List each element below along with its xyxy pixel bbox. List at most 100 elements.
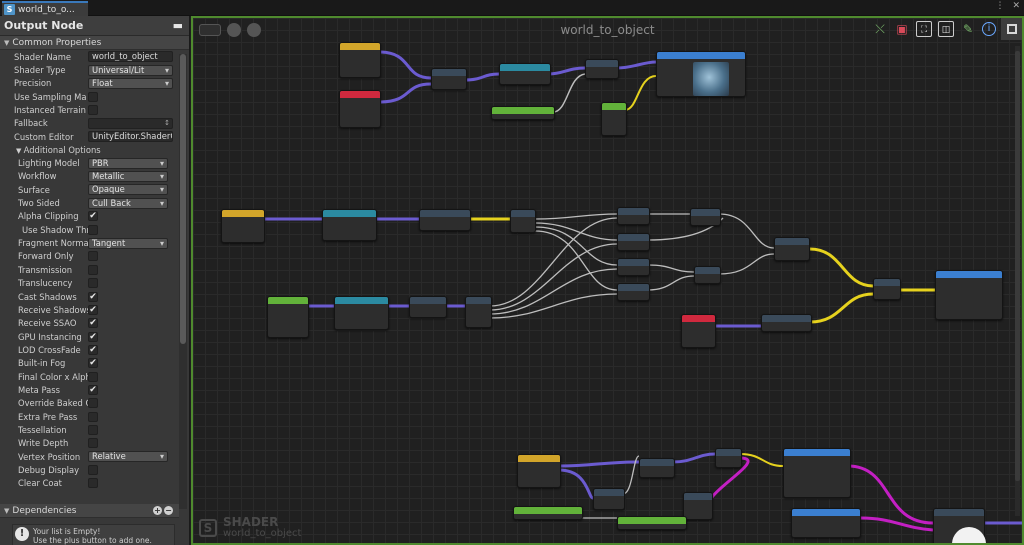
extra-pre-pass-checkbox[interactable] bbox=[88, 411, 98, 422]
additional-options-label: Additional Options bbox=[23, 144, 101, 155]
instanced-terrain-checkbox[interactable] bbox=[88, 105, 98, 116]
fragment-normal-dropdown[interactable]: Tangent bbox=[88, 237, 168, 249]
node-subtract-1[interactable] bbox=[431, 68, 467, 90]
prop-builtin-fog: Built-in Fog✔ bbox=[0, 357, 189, 370]
wire bbox=[739, 453, 784, 467]
window-menu-icon[interactable]: ⋮ bbox=[995, 1, 1005, 11]
meta-pass-checkbox[interactable]: ✔ bbox=[88, 384, 98, 395]
add-dependency-button[interactable]: + bbox=[153, 506, 162, 515]
translucency-checkbox[interactable] bbox=[88, 278, 98, 289]
node-triplanar-sampler-1[interactable] bbox=[656, 51, 746, 97]
node-component-mask[interactable] bbox=[419, 209, 471, 231]
surface-dropdown[interactable]: Opaque bbox=[88, 184, 168, 196]
save-icon[interactable] bbox=[247, 23, 261, 37]
node-transform-position-1[interactable] bbox=[499, 63, 551, 85]
node-texture-sample-3[interactable] bbox=[791, 508, 861, 538]
receive-shadows-checkbox[interactable]: ✔ bbox=[88, 304, 98, 315]
node-float-3[interactable] bbox=[617, 516, 687, 530]
additional-options-foldout[interactable]: ▼ Additional Options bbox=[0, 143, 189, 156]
node-object-position-2[interactable] bbox=[681, 314, 716, 348]
use-sampling-checkbox[interactable] bbox=[88, 91, 98, 102]
workflow-dropdown[interactable]: Metallic bbox=[88, 170, 168, 182]
node-float-1[interactable] bbox=[601, 102, 627, 136]
shader-type-dropdown[interactable]: Universal/Lit bbox=[88, 64, 173, 76]
focus-icon[interactable]: ⛶ bbox=[916, 21, 932, 37]
two-sided-dropdown[interactable]: Cull Back bbox=[88, 197, 168, 209]
receive-ssao-checkbox[interactable]: ✔ bbox=[88, 318, 98, 329]
node-append-2[interactable] bbox=[683, 492, 713, 520]
node-split-2[interactable] bbox=[465, 296, 492, 328]
node-add-1[interactable] bbox=[694, 266, 721, 284]
node-multiply-6[interactable] bbox=[639, 458, 675, 478]
custom-editor-field[interactable]: UnityEditor.ShaderG bbox=[88, 131, 173, 143]
node-multiply-2[interactable] bbox=[617, 207, 650, 225]
share-icon[interactable]: ⤬ bbox=[875, 22, 885, 36]
node-subtract-2[interactable] bbox=[690, 208, 721, 226]
node-float-2[interactable] bbox=[513, 506, 583, 520]
builtin-fog-checkbox[interactable]: ✔ bbox=[88, 358, 98, 369]
node-graph-canvas[interactable]: world_to_object ⤬ ▣ ⛶ ◫ ✎ i S SHADER wor… bbox=[191, 16, 1024, 545]
node-transform-position-3[interactable] bbox=[334, 296, 389, 330]
node-normalize[interactable] bbox=[409, 296, 447, 318]
compile-icon[interactable] bbox=[227, 23, 241, 37]
info-icon[interactable]: i bbox=[982, 22, 996, 36]
node-split-1[interactable] bbox=[510, 209, 536, 233]
cleanup-icon[interactable]: ✎ bbox=[962, 22, 974, 36]
remove-dependency-button[interactable]: − bbox=[164, 506, 173, 515]
node-multiply-7[interactable] bbox=[593, 488, 625, 510]
node-lerp[interactable] bbox=[933, 508, 986, 543]
graph-scrollbar[interactable] bbox=[1015, 46, 1020, 516]
dependencies-foldout[interactable]: ▼ Dependencies + − bbox=[0, 504, 179, 518]
node-header bbox=[586, 60, 618, 67]
use-shadow-threshold-checkbox[interactable] bbox=[88, 224, 98, 235]
node-world-position-3[interactable] bbox=[517, 454, 561, 488]
node-header bbox=[514, 507, 582, 514]
node-multiply-4[interactable] bbox=[617, 258, 650, 276]
override-baked-gi-checkbox[interactable] bbox=[88, 398, 98, 409]
node-texture-sample-2[interactable] bbox=[783, 448, 851, 498]
prop-fallback: Fallback bbox=[0, 117, 189, 130]
forward-only-checkbox[interactable] bbox=[88, 251, 98, 262]
maximize-button[interactable] bbox=[1000, 18, 1022, 40]
gpu-instancing-checkbox[interactable]: ✔ bbox=[88, 331, 98, 342]
node-vector-2[interactable] bbox=[267, 296, 309, 338]
common-properties-foldout[interactable]: ▼ Common Properties bbox=[0, 36, 189, 50]
node-header bbox=[618, 234, 649, 241]
cast-shadows-checkbox[interactable]: ✔ bbox=[88, 291, 98, 302]
node-vector-1[interactable] bbox=[491, 106, 555, 120]
camera-icon[interactable]: ▣ bbox=[896, 22, 908, 36]
inspector-scrollbar[interactable] bbox=[179, 54, 187, 509]
node-add-3[interactable] bbox=[715, 448, 742, 468]
node-world-position-2[interactable] bbox=[221, 209, 265, 243]
node-world-position-1[interactable] bbox=[339, 42, 381, 78]
fallback-field[interactable] bbox=[88, 117, 173, 129]
scrollbar-thumb[interactable] bbox=[1015, 51, 1020, 481]
tab-world-to-object[interactable]: S world_to_o... bbox=[2, 1, 88, 16]
node-multiply-1[interactable] bbox=[585, 59, 619, 79]
vertex-position-dropdown[interactable]: Relative bbox=[88, 451, 168, 463]
node-add-2[interactable] bbox=[873, 278, 901, 300]
alpha-clipping-checkbox[interactable]: ✔ bbox=[88, 211, 98, 222]
node-transform-position-2[interactable] bbox=[322, 209, 377, 241]
shader-name-field[interactable]: world_to_object bbox=[88, 51, 173, 63]
select-icon[interactable]: ◫ bbox=[938, 21, 954, 37]
live-mode-toggle[interactable] bbox=[199, 24, 221, 36]
debug-display-checkbox[interactable] bbox=[88, 464, 98, 475]
final-color-alpha-checkbox[interactable] bbox=[88, 371, 98, 382]
scrollbar-thumb[interactable] bbox=[180, 54, 186, 344]
lod-crossfade-checkbox[interactable]: ✔ bbox=[88, 344, 98, 355]
tessellation-checkbox[interactable] bbox=[88, 424, 98, 435]
node-multiply-3[interactable] bbox=[617, 233, 650, 251]
node-object-position-1[interactable] bbox=[339, 90, 381, 128]
node-component-mask-2[interactable] bbox=[761, 314, 812, 332]
lighting-model-dropdown[interactable]: PBR bbox=[88, 157, 168, 169]
collapse-panel-button[interactable]: ▬ bbox=[172, 19, 183, 32]
node-texture-sample-1[interactable] bbox=[935, 270, 1003, 320]
precision-dropdown[interactable]: Float bbox=[88, 77, 173, 89]
transmission-checkbox[interactable] bbox=[88, 264, 98, 275]
node-append-1[interactable] bbox=[774, 237, 810, 261]
clear-coat-checkbox[interactable] bbox=[88, 478, 98, 489]
write-depth-checkbox[interactable] bbox=[88, 438, 98, 449]
node-multiply-5[interactable] bbox=[617, 283, 650, 301]
close-icon[interactable]: ✕ bbox=[1012, 1, 1020, 11]
